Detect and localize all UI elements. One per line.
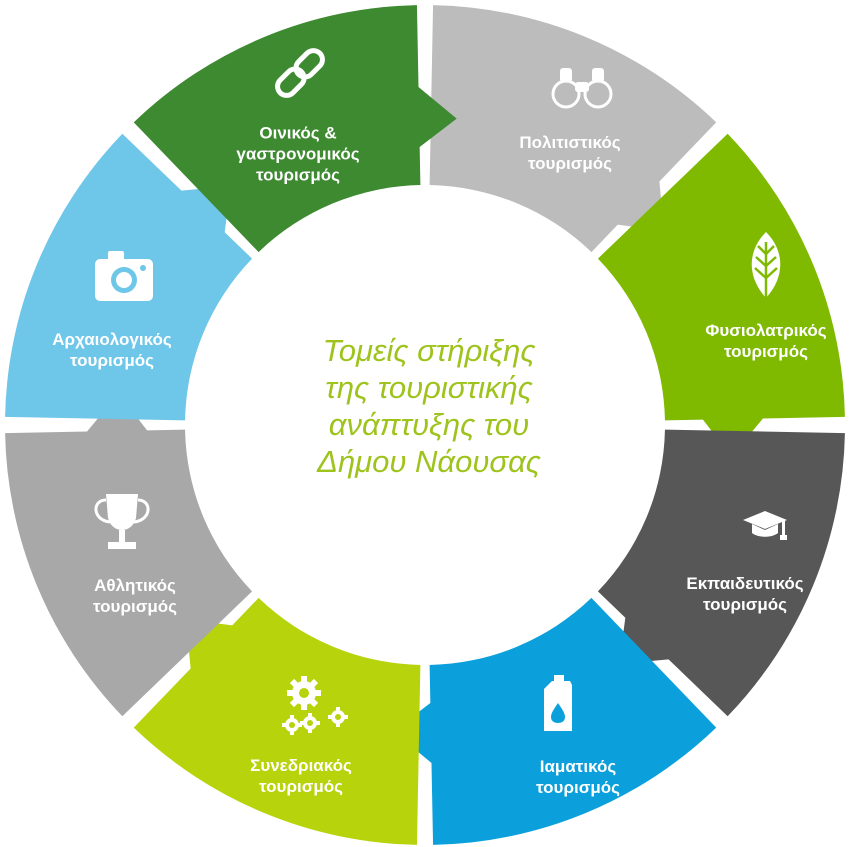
segment-educational bbox=[597, 429, 845, 717]
segment-label-line: τουρισμός bbox=[528, 154, 612, 173]
segment-label-line: τουρισμός bbox=[703, 595, 787, 614]
segment-label-nature: Φυσιολατρικός τουρισμός bbox=[705, 320, 826, 362]
segment-cultural bbox=[429, 5, 717, 253]
segment-label-line: Αρχαιολογικός bbox=[52, 330, 172, 349]
segment-label-conference: Συνεδριακός τουρισμός bbox=[250, 755, 352, 797]
canister-icon bbox=[544, 675, 572, 731]
segment-wine bbox=[133, 5, 457, 253]
graduation-cap-icon bbox=[743, 511, 787, 540]
segment-label-line: τουρισμός bbox=[256, 165, 340, 185]
binoculars-icon bbox=[551, 68, 613, 109]
segment-label-line: τουρισμός bbox=[70, 351, 154, 370]
center-title-line-1: Τομείς στήριξης bbox=[322, 333, 536, 368]
center-title-line-2: της τουριστικής bbox=[325, 370, 533, 405]
segment-label-line: γαστρονομικός bbox=[236, 144, 360, 164]
segment-label-line: Συνεδριακός bbox=[250, 756, 352, 775]
leaf-icon bbox=[751, 232, 781, 298]
segment-label-educational: Εκπαιδευτικός τουρισμός bbox=[686, 573, 803, 615]
chain-link-icon bbox=[275, 48, 325, 98]
segment-label-line: Εκπαιδευτικός bbox=[686, 574, 804, 593]
segment-label-line: τουρισμός bbox=[724, 342, 808, 361]
center-title-line-4: Δήμου Νάουσας bbox=[317, 444, 541, 479]
segment-label-line: Πολιτιστικός bbox=[519, 133, 621, 152]
segment-label-spa: Ιαματικός τουρισμός bbox=[536, 756, 620, 798]
segment-label-line: τουρισμός bbox=[536, 778, 620, 797]
trophy-icon bbox=[94, 494, 150, 549]
segment-conference bbox=[133, 597, 421, 845]
segment-label-cultural: Πολιτιστικός τουρισμός bbox=[519, 132, 620, 174]
segment-label-archaeological: Αρχαιολογικός τουρισμός bbox=[52, 329, 171, 371]
segment-sports bbox=[5, 393, 253, 717]
segment-label-line: τουρισμός bbox=[259, 777, 343, 796]
center-title-line-3: ανάπτυξης του bbox=[328, 407, 530, 442]
camera-icon bbox=[95, 251, 153, 301]
segment-nature bbox=[597, 133, 845, 457]
segment-label-line: Αθλητικός bbox=[94, 576, 176, 595]
segment-label-line: τουρισμός bbox=[93, 597, 177, 616]
center-title: Τομείς στήριξης της τουριστικής ανάπτυξη… bbox=[299, 332, 559, 480]
segment-label-line: Φυσιολατρικός bbox=[705, 321, 827, 340]
segment-label-line: Οινικός & bbox=[259, 123, 337, 143]
segment-label-sports: Αθλητικός τουρισμός bbox=[93, 575, 177, 617]
gears-icon bbox=[282, 676, 348, 735]
segment-label-line: Ιαματικός bbox=[539, 757, 617, 776]
